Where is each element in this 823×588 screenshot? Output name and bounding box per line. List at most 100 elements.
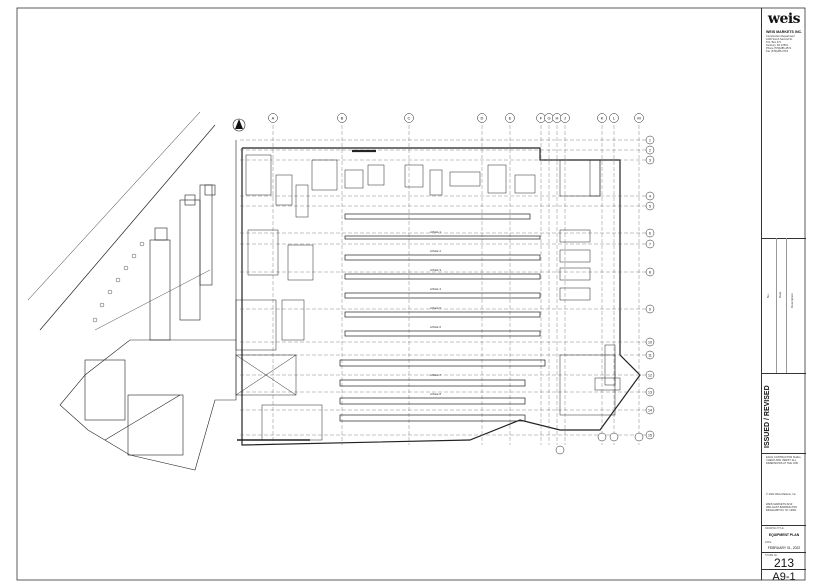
revision-column-header: Description bbox=[790, 292, 794, 308]
grid-bottom-markers bbox=[555, 432, 644, 455]
divider bbox=[762, 525, 806, 526]
company-address-line: Construction Department bbox=[766, 35, 795, 38]
grid-row-label: 15 bbox=[648, 433, 652, 437]
grid-column-label: E bbox=[509, 116, 512, 121]
grid-row-label: 4 bbox=[649, 194, 651, 198]
grid-row-label: 13 bbox=[648, 390, 652, 394]
grid-bubble bbox=[645, 370, 655, 380]
aisle-label: AISLE 2 bbox=[430, 249, 441, 253]
grid-bubble bbox=[645, 350, 655, 360]
grid-row-label: 1 bbox=[649, 138, 651, 142]
grid-bubble bbox=[404, 113, 414, 123]
grid-bubble bbox=[645, 155, 655, 165]
company-address-line: Fax (570)286-3715 bbox=[766, 50, 789, 53]
aisle-label: AISLE 1 bbox=[430, 230, 441, 234]
grid-row-label: 10 bbox=[648, 340, 652, 344]
grid-row-label: 14 bbox=[648, 408, 652, 412]
grid-bubble bbox=[645, 304, 655, 314]
aisle-label: AISLE 3 bbox=[430, 268, 441, 272]
project-name: WEIS MARKETS #213 bbox=[766, 503, 793, 506]
right-rooms bbox=[559, 159, 621, 416]
grid-column-label: F bbox=[540, 116, 543, 121]
grid-bubble bbox=[597, 113, 607, 123]
aisle-label: AISLE 8 bbox=[430, 392, 441, 396]
drawing-date: FEBRUARY 01, 2022 bbox=[767, 546, 801, 550]
aisle-labels: AISLE 1 AISLE 2 AISLE 3 AISLE 4 AISLE 5 … bbox=[430, 230, 441, 396]
company-address-line: 1000 South Second St. bbox=[766, 38, 793, 41]
grid-column-label: J bbox=[564, 116, 566, 121]
sheet-border bbox=[16, 7, 806, 581]
copyright: © 2022 Weis Markets, Inc. bbox=[766, 493, 797, 496]
grid-column-label: L bbox=[613, 116, 616, 121]
divider bbox=[762, 453, 806, 454]
grid-bubble bbox=[505, 113, 515, 123]
north-arrow-icon bbox=[232, 118, 246, 132]
divider bbox=[762, 552, 806, 553]
aisle-label: AISLE 7 bbox=[430, 373, 441, 377]
grid-bubble bbox=[645, 191, 655, 201]
grid-bubble bbox=[609, 113, 619, 123]
divider bbox=[762, 373, 806, 374]
grid-column-label: D bbox=[481, 116, 484, 121]
company-address-line: Phone (570)286-4571 bbox=[766, 47, 792, 50]
aisle-label: AISLE 5 bbox=[430, 306, 441, 310]
grid-column-label: M bbox=[637, 116, 640, 121]
grid-column-label: A bbox=[272, 116, 275, 121]
divider bbox=[776, 238, 777, 373]
gondola-runs bbox=[339, 213, 546, 422]
grid-bubble bbox=[645, 228, 655, 238]
title-block: weis WEIS MARKETS INC. Construction Depa… bbox=[761, 8, 806, 583]
equipment-cluster-top bbox=[344, 164, 536, 196]
revision-column-header: Date bbox=[778, 291, 782, 298]
divider bbox=[762, 569, 806, 570]
sheet-number: 213 bbox=[773, 556, 795, 570]
drawing-title-label: DRAWING TITLE: bbox=[765, 527, 785, 530]
store-number-label: STORE No. bbox=[765, 554, 778, 557]
grid-row-label: 7 bbox=[649, 242, 651, 246]
date-label: DATE: bbox=[765, 541, 772, 544]
grid-row-label: 12 bbox=[648, 373, 652, 377]
grid-column-label: G bbox=[547, 116, 550, 121]
company-address-line: Sunbury, PA 17801 bbox=[766, 44, 788, 47]
grid-bubble bbox=[337, 113, 347, 123]
grid-lines bbox=[240, 125, 648, 445]
grid-bubble bbox=[645, 267, 655, 277]
divider bbox=[762, 238, 806, 239]
grid-bubble bbox=[268, 113, 278, 123]
project-address-line: BINGHAMTON, NY 13901 bbox=[766, 509, 797, 512]
grid-bubble bbox=[477, 113, 487, 123]
grid-bubble bbox=[645, 135, 655, 145]
divider bbox=[786, 238, 787, 373]
company-address-line: P.O. Box 471 bbox=[766, 41, 782, 44]
grid-bubble bbox=[645, 387, 655, 397]
grid-bubble bbox=[645, 145, 655, 155]
project-address-line: 2811 EAST BARRINGTON bbox=[766, 506, 797, 509]
drawing-title: EQUIPMENT PLAN bbox=[768, 533, 800, 537]
aisle-label: AISLE 6 bbox=[430, 325, 441, 329]
company-logo: weis bbox=[767, 11, 801, 27]
grid-bubble bbox=[645, 337, 655, 347]
grid-bubble bbox=[645, 201, 655, 211]
grid-column-label: K bbox=[601, 116, 604, 121]
grid-bubble bbox=[645, 405, 655, 415]
grid-bubble bbox=[645, 239, 655, 249]
grid-column-label: B bbox=[341, 116, 344, 121]
general-note: EACH CONTRACTOR SHALL CHECK AND VERIFY A… bbox=[766, 456, 802, 465]
grid-column-label: H bbox=[556, 116, 559, 121]
grid-row-label: 5 bbox=[649, 204, 651, 208]
planting-dots bbox=[92, 241, 145, 323]
grid-row-label: 6 bbox=[649, 231, 651, 235]
grid-bubble bbox=[560, 113, 570, 123]
grid-column-label: C bbox=[408, 116, 411, 121]
floor-plan bbox=[27, 111, 648, 471]
grid-row-label: 11 bbox=[648, 353, 652, 357]
grid-row-label: 2 bbox=[649, 148, 651, 152]
grid-row-label: 9 bbox=[649, 307, 651, 311]
drawing-number: A9-1 bbox=[772, 571, 796, 583]
grid-row-label: 8 bbox=[649, 270, 651, 274]
revisions-title: ISSUED / REVISED bbox=[764, 385, 771, 448]
equipment-cluster-left bbox=[235, 154, 338, 441]
